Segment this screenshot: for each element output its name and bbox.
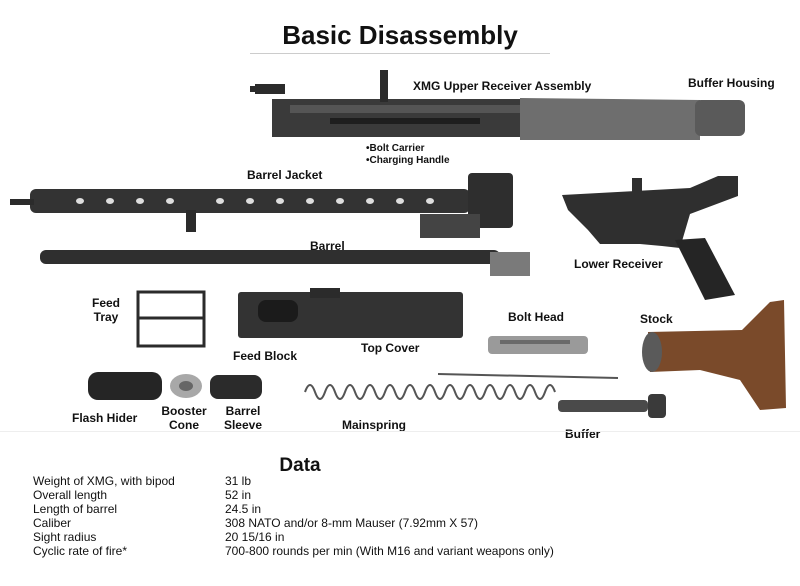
data-section-title: Data <box>279 455 321 476</box>
lower-receiver-image <box>562 176 738 300</box>
spec-label: Sight radius <box>33 530 97 544</box>
spec-value: 20 15/16 in <box>225 530 285 544</box>
label-flash-hider: Flash Hider <box>72 411 138 425</box>
label-mainspring: Mainspring <box>342 418 407 432</box>
spec-value: 31 lb <box>225 474 252 488</box>
label-feed-tray-line1: Feed <box>91 296 120 310</box>
spec-label: Cyclic rate of fire* <box>33 544 128 558</box>
page-title: Basic Disassembly <box>282 20 518 50</box>
stock-image <box>642 300 786 410</box>
table-row: Caliber 308 NATO and/or 8-mm Mauser (7.9… <box>33 516 554 530</box>
label-upper-receiver: XMG Upper Receiver Assembly <box>413 79 592 93</box>
label-booster-cone-line1: Booster <box>161 404 207 418</box>
spec-label: Weight of XMG, with bipod <box>33 474 175 488</box>
spec-value: 24.5 in <box>225 502 262 516</box>
parts-illustration <box>10 70 786 418</box>
bolt-head-image <box>488 336 588 354</box>
barrel-sleeve-image <box>210 375 262 399</box>
title-divider <box>250 53 550 54</box>
spec-value: 700-800 rounds per min (With M16 and var… <box>225 544 554 558</box>
buffer-housing-image <box>520 98 745 140</box>
label-feed-block: Feed Block <box>233 349 298 363</box>
top-cover-image <box>238 288 463 338</box>
spec-label: Overall length <box>33 488 108 502</box>
barrel-jacket-image <box>10 173 513 238</box>
spec-value: 308 NATO and/or 8-mm Mauser (7.92mm X 57… <box>225 516 478 530</box>
label-booster-cone-line2: Cone <box>169 418 199 432</box>
label-barrel-jacket: Barrel Jacket <box>247 168 323 182</box>
label-barrel: Barrel <box>310 239 345 253</box>
buffer-image <box>558 394 666 418</box>
barrel-image <box>40 250 530 276</box>
label-buffer-housing: Buffer Housing <box>688 76 775 90</box>
label-top-cover: Top Cover <box>361 341 420 355</box>
label-charging-handle: •Charging Handle <box>366 155 450 166</box>
label-bolt-carrier: •Bolt Carrier <box>366 143 425 154</box>
table-row: Length of barrel 24.5 in <box>33 502 554 516</box>
specs-table: Weight of XMG, with bipod 31 lb Overall … <box>33 474 554 558</box>
label-lower-receiver: Lower Receiver <box>574 257 663 271</box>
label-barrel-sleeve-line1: Barrel <box>225 404 261 418</box>
table-row: Weight of XMG, with bipod 31 lb <box>33 474 554 488</box>
label-buffer: Buffer <box>565 427 601 441</box>
section-divider <box>0 431 800 432</box>
label-feed-tray-line2: Tray <box>93 310 119 324</box>
label-barrel-sleeve-line2: Sleeve <box>223 418 263 432</box>
label-stock: Stock <box>640 312 673 326</box>
table-row: Sight radius 20 15/16 in <box>33 530 554 544</box>
spec-label: Caliber <box>33 516 72 530</box>
spec-label: Length of barrel <box>33 502 118 516</box>
label-bolt-head: Bolt Head <box>508 310 565 324</box>
feed-tray-image <box>136 290 206 348</box>
upper-receiver-image <box>250 70 532 137</box>
mainspring-image <box>304 384 556 400</box>
spec-value: 52 in <box>225 488 252 502</box>
firing-pin-image <box>437 373 619 379</box>
flash-hider-image <box>88 372 162 400</box>
table-row: Overall length 52 in <box>33 488 554 502</box>
booster-cone-image <box>170 374 202 398</box>
table-row: Cyclic rate of fire* 700-800 rounds per … <box>33 544 554 558</box>
